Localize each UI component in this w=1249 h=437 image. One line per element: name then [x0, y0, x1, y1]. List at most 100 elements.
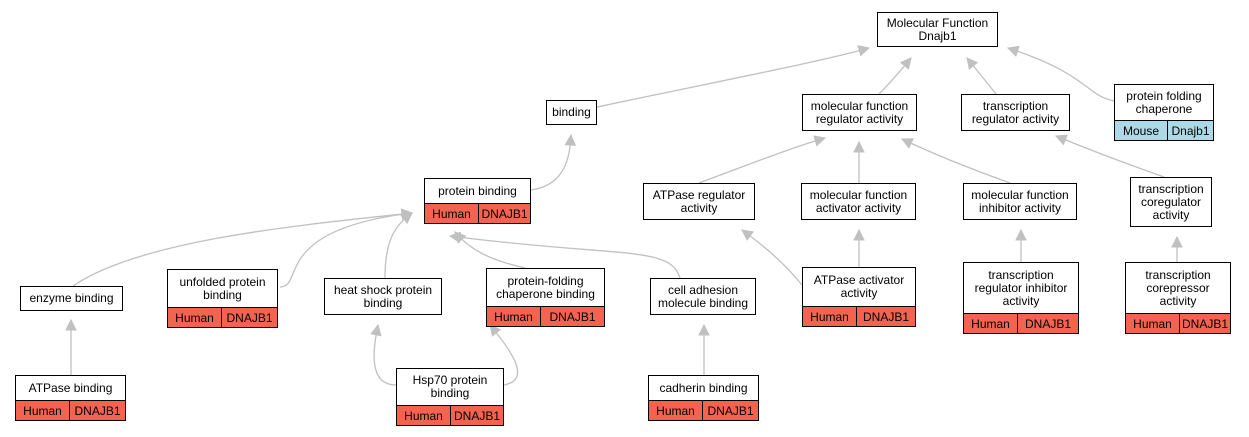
edge-mfi-to-mfr [901, 138, 1011, 184]
edge-arrowhead-mfr-mf [899, 57, 912, 70]
edge-arrowhead-atpact-atpr [741, 229, 754, 241]
edge-upb-to-pb [279, 212, 413, 288]
annotation-row: Human DNAJB1 [168, 307, 277, 327]
species-tag: Human [810, 309, 849, 324]
node-label-line: binding [203, 287, 242, 302]
node-label-line: molecular function [971, 187, 1069, 202]
edge-enz-to-pb [72, 212, 413, 287]
node-label-line: corepressor [1146, 280, 1210, 295]
edge-arrowhead-atpr-mfr [813, 135, 827, 147]
node-label-line: transcription [988, 267, 1054, 282]
edge-arrowhead-trinh-mfi [1015, 228, 1027, 241]
node-label-line: transcription [1138, 181, 1204, 196]
node-label-line: chaperone [1135, 101, 1193, 116]
edge-arrowhead-binding-mf [857, 45, 871, 57]
edge-binding-to-mf [596, 47, 870, 108]
edge-arrowhead-tra-mf [966, 57, 979, 70]
node-label: protein binding [425, 179, 530, 203]
node-label-line: activity [840, 286, 878, 300]
gene-tag: DNAJB1 [69, 401, 125, 420]
node-label-line: molecule binding [657, 295, 749, 310]
node-label: ATPase binding [16, 376, 125, 400]
node-label-line: protein binding [438, 183, 517, 198]
gene-tag: DNAJB1 [702, 401, 758, 420]
annotation-row: Human DNAJB1 [649, 400, 758, 420]
go-term-node-binding[interactable]: binding [546, 100, 597, 125]
gene-tag: DNAJB1 [221, 308, 277, 327]
species-tag: Human [656, 403, 695, 418]
gene-tag: DNAJB1 [540, 307, 604, 326]
node-label-line: cadherin binding [659, 380, 748, 395]
edge-arrowhead-mfa-mfr [853, 140, 865, 153]
gene-tag: DNAJB1 [478, 204, 530, 223]
species-tag: Human [432, 206, 471, 221]
species-tag: Human [23, 403, 62, 418]
edge-pb-to-binding [530, 134, 572, 191]
node-label-line: unfolded protein [179, 274, 266, 289]
node-label-line: inhibitor activity [978, 200, 1062, 215]
edge-arrowhead-hspb-pb [400, 212, 413, 225]
edge-arrowhead-pfc-mf [1006, 45, 1020, 57]
node-label: enzyme binding [21, 287, 122, 310]
node-label-line: regulator activity [971, 111, 1060, 126]
node-label-line: heat shock protein [333, 282, 433, 297]
species-tag: Mouse [1122, 123, 1160, 138]
gene-tag: Dnajb1 [1167, 121, 1213, 140]
node-label: binding [547, 101, 596, 124]
annotation-row: Human DNAJB1 [964, 313, 1078, 333]
node-label-line: ATPase binding [28, 380, 113, 395]
gene-tag: DNAJB1 [450, 406, 503, 425]
species-tag: Human [971, 316, 1010, 331]
gene-tag: DNAJB1 [1179, 314, 1230, 333]
gene-tag: DNAJB1 [1017, 314, 1078, 333]
species-tag: Human [175, 310, 214, 325]
go-term-node-enz[interactable]: enzyme binding [20, 286, 123, 311]
edge-arrowhead-hsp70-pfcb [489, 324, 502, 337]
node-label-line: regulator activity [815, 111, 904, 126]
edge-atpr-to-mfr [698, 137, 826, 184]
node-label-line: activity [1002, 293, 1040, 308]
edge-arrowhead-hsp70-hspb [370, 323, 382, 337]
annotation-row: Human DNAJB1 [16, 400, 125, 420]
node-label-line: transcription [982, 98, 1049, 113]
node-label-line: activity [1152, 207, 1190, 222]
node-label: cadherin binding [649, 376, 758, 400]
edge-arrowhead-atpact-mfa [853, 228, 865, 241]
node-label-line: Dnajb1 [918, 28, 957, 43]
